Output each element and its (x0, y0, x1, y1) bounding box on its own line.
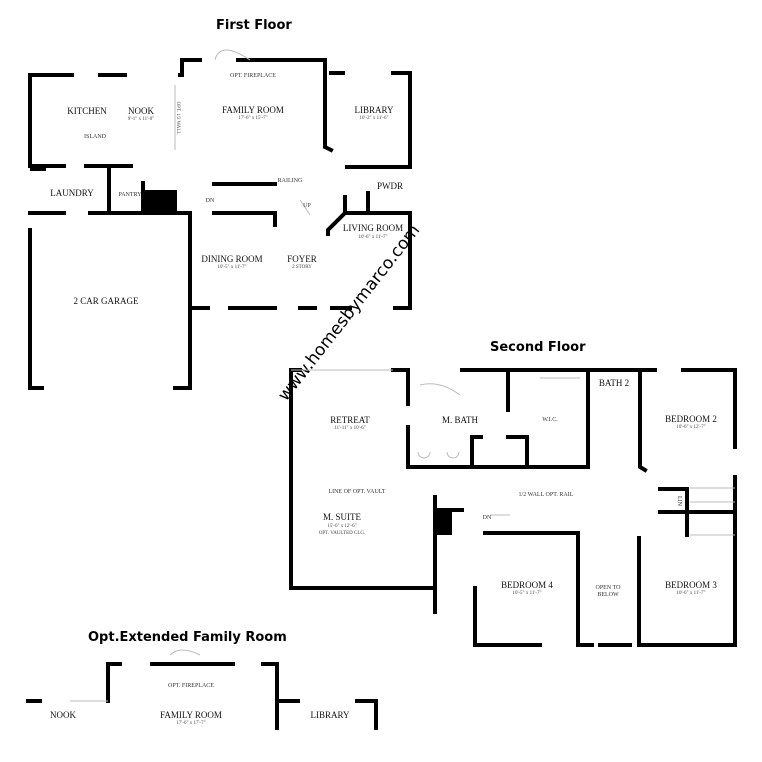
pantry-label: PANTRY (118, 192, 142, 198)
fireplace-block (145, 190, 177, 213)
first-floor-labels: KITCHEN ISLAND NOOK 9'-1" x 11'-0" OPT. … (50, 73, 403, 306)
ext-opt-fireplace-label: OPT. FIREPLACE (168, 683, 214, 689)
extended-family-room-labels: NOOK OPT. FIREPLACE FAMILY ROOM 17'-6" x… (50, 683, 350, 726)
svg-text:10'-5" x 11'-7": 10'-5" x 11'-7" (217, 265, 246, 270)
opt-fireplace-label: OPT. FIREPLACE (230, 73, 276, 79)
linen-label: LIN (676, 496, 682, 507)
svg-text:10'-6" x 11'-7": 10'-6" x 11'-7" (358, 235, 387, 240)
nook-label: NOOK (128, 106, 154, 116)
svg-text:17'-6" x 15'-7": 17'-6" x 15'-7" (238, 116, 267, 121)
living-room-label: LIVING ROOM (343, 223, 403, 233)
svg-text:11'-11" x 10'-6": 11'-11" x 10'-6" (334, 426, 365, 431)
bedroom3-label: BEDROOM 3 (665, 580, 717, 590)
library-label: LIBRARY (354, 105, 394, 115)
ext-family-room-label: FAMILY ROOM (160, 710, 222, 720)
m-suite-label: M. SUITE (323, 512, 362, 522)
open-to-below-label: OPEN TO (596, 585, 622, 591)
svg-text:OPT. VAULTED CLG.: OPT. VAULTED CLG. (319, 531, 366, 536)
wic-label: W.I.C. (542, 417, 558, 423)
first-floor-title: First Floor (216, 18, 292, 33)
family-room-label: FAMILY ROOM (222, 105, 284, 115)
svg-text:UP: UP (303, 203, 311, 209)
bedroom2-label: BEDROOM 2 (665, 414, 717, 424)
svg-text:17'-6" x 17'-7": 17'-6" x 17'-7" (176, 721, 205, 726)
opt-wall-label: OPT. 1/2 WALL (175, 101, 180, 134)
first-floor-walls (28, 58, 412, 390)
ext-library-label: LIBRARY (310, 710, 350, 720)
svg-text:15'-6" x 12'-6": 15'-6" x 12'-6" (327, 524, 356, 529)
second-floor-title: Second Floor (490, 340, 586, 355)
garage-label: 2 CAR GARAGE (73, 296, 139, 306)
svg-text:2 STORY: 2 STORY (292, 265, 312, 270)
svg-text:10'-5" x 11'-7": 10'-5" x 11'-7" (512, 591, 541, 596)
dining-room-label: DINING ROOM (201, 254, 262, 264)
half-wall-label: 1/2 WALL OPT. RAIL (519, 492, 574, 498)
extended-family-room-walls (26, 662, 378, 730)
svg-text:10'-6" x 12'-7": 10'-6" x 12'-7" (676, 425, 705, 430)
stair-block (435, 509, 452, 535)
pwdr-label: PWDR (377, 181, 403, 191)
svg-text:DN: DN (206, 198, 215, 204)
svg-text:BELOW: BELOW (597, 592, 619, 598)
svg-text:DN: DN (483, 515, 492, 521)
retreat-label: RETREAT (330, 415, 370, 425)
svg-text:10'-2" x 11'-6": 10'-2" x 11'-6" (359, 116, 388, 121)
second-floor-walls (289, 368, 737, 647)
kitchen-label: KITCHEN (67, 106, 107, 116)
m-bath-label: M. BATH (442, 415, 479, 425)
second-floor-labels: RETREAT 11'-11" x 10'-6" M. BATH W.I.C. … (319, 378, 718, 598)
extended-family-room-title: Opt.Extended Family Room (88, 630, 287, 645)
svg-text:10'-6" x 11'-7": 10'-6" x 11'-7" (676, 591, 705, 596)
bedroom4-label: BEDROOM 4 (501, 580, 553, 590)
railing-label: RAILING (278, 178, 303, 184)
line-of-vault-label: LINE OF OPT. VAULT (328, 489, 385, 495)
laundry-label: LAUNDRY (50, 188, 94, 198)
ext-nook-label: NOOK (50, 710, 76, 720)
watermark: www.homesbymarco.com (274, 221, 424, 405)
svg-text:9'-1" x 11'-0": 9'-1" x 11'-0" (128, 117, 155, 122)
foyer-label: FOYER (287, 254, 317, 264)
bath2-label: BATH 2 (599, 378, 629, 388)
island-label: ISLAND (84, 134, 107, 140)
